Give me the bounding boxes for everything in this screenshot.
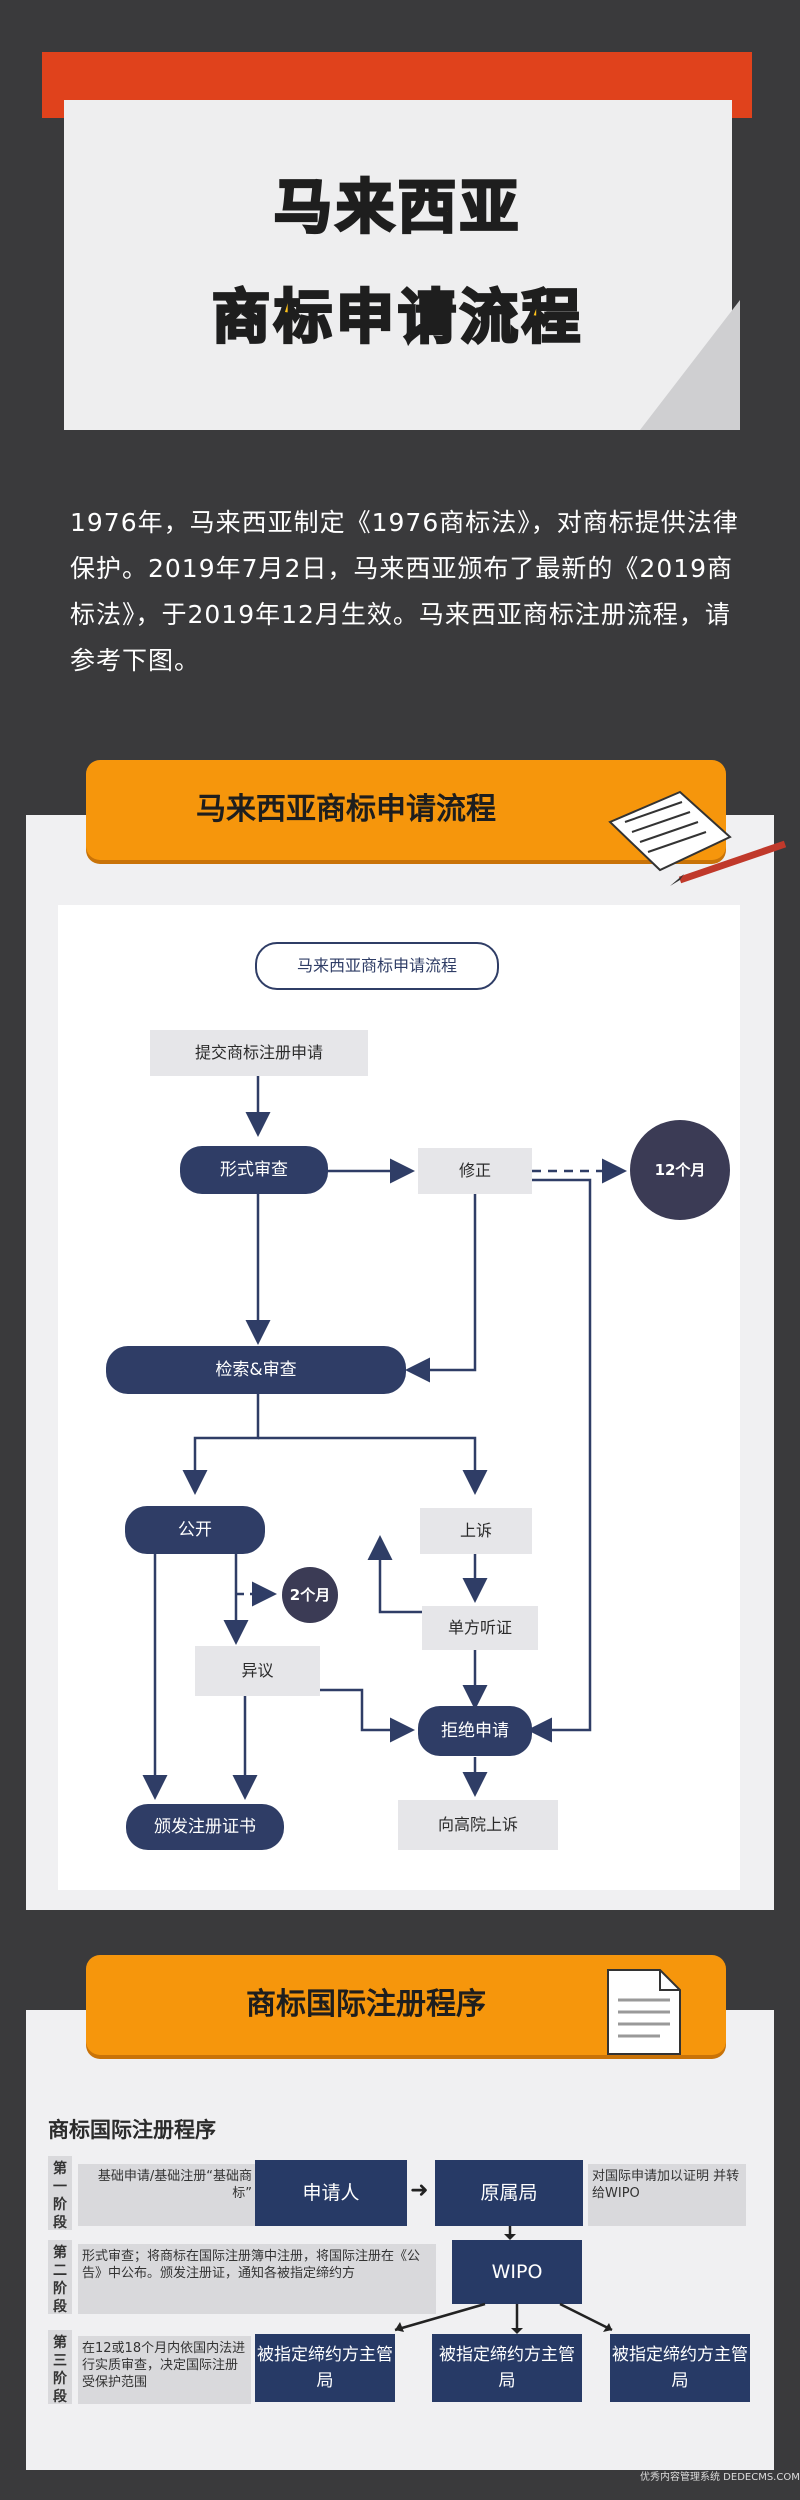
formal-review-note: 形式审查；将商标在国际注册簿中注册，将国际注册在《公告》中公布。颁发注册证，通知… bbox=[78, 2244, 436, 2314]
node-12-months: 12个月 bbox=[630, 1120, 730, 1220]
basic-application-note: 基础申请/基础注册“基础商标” bbox=[78, 2164, 256, 2226]
box-designated-office-2: 被指定缔约方主管局 bbox=[432, 2334, 582, 2402]
box-designated-office-3: 被指定缔约方主管局 bbox=[610, 2334, 750, 2402]
notebook-pencil-icon bbox=[608, 790, 787, 886]
node-refuse-application: 拒绝申请 bbox=[418, 1706, 532, 1756]
node-appeal-high-court: 向高院上诉 bbox=[398, 1800, 558, 1850]
box-wipo: WIPO bbox=[452, 2240, 582, 2304]
node-2-months: 2个月 bbox=[282, 1567, 338, 1623]
node-publish: 公开 bbox=[125, 1506, 265, 1554]
header-card bbox=[64, 100, 732, 430]
watermark: 优秀内容管理系统 DEDECMS.COM bbox=[640, 2472, 800, 2483]
node-amend: 修正 bbox=[418, 1148, 532, 1194]
node-submit-application: 提交商标注册申请 bbox=[150, 1030, 368, 1076]
node-search-exam: 检索&审查 bbox=[106, 1346, 406, 1394]
page-title-line1: 马来西亚 bbox=[272, 172, 522, 243]
intro-paragraph: 1976年，马来西亚制定《1976商标法》，对商标提供法律保护。2019年7月2… bbox=[70, 508, 739, 675]
arrow-right-icon: ➜ bbox=[410, 2178, 429, 2203]
section1-tab: 马来西亚商标申请流程 bbox=[86, 760, 726, 860]
node-appeal: 上诉 bbox=[420, 1508, 532, 1554]
box-applicant: 申请人 bbox=[255, 2160, 407, 2226]
document-icon bbox=[607, 1969, 681, 2055]
stage1-label: 第一阶段 bbox=[48, 2156, 72, 2231]
stage3-label: 第三阶段 bbox=[48, 2330, 72, 2405]
node-issue-certificate: 颁发注册证书 bbox=[126, 1804, 284, 1850]
node-formal-exam: 形式审查 bbox=[180, 1146, 328, 1194]
section1-tab-label: 马来西亚商标申请流程 bbox=[196, 792, 496, 827]
certify-note: 对国际申请加以证明 并转给WIPO bbox=[588, 2164, 746, 2226]
section2-tab-label: 商标国际注册程序 bbox=[246, 1987, 486, 2022]
page-title-line2: 商标申请流程 bbox=[210, 282, 584, 353]
flow-title: 马来西亚商标申请流程 bbox=[255, 942, 499, 990]
node-ex-parte-hearing: 单方听证 bbox=[422, 1606, 538, 1650]
box-designated-office-1: 被指定缔约方主管局 bbox=[255, 2334, 395, 2402]
node-opposition: 异议 bbox=[195, 1646, 320, 1696]
substantive-exam-note: 在12或18个月内依国内法进行实质审查，决定国际注册受保护范围 bbox=[78, 2336, 251, 2404]
box-office-of-origin: 原属局 bbox=[435, 2160, 583, 2226]
stage2-label: 第二阶段 bbox=[48, 2240, 72, 2315]
header-page-fold bbox=[640, 300, 740, 430]
intl-chart-title: 商标国际注册程序 bbox=[48, 2118, 216, 2142]
